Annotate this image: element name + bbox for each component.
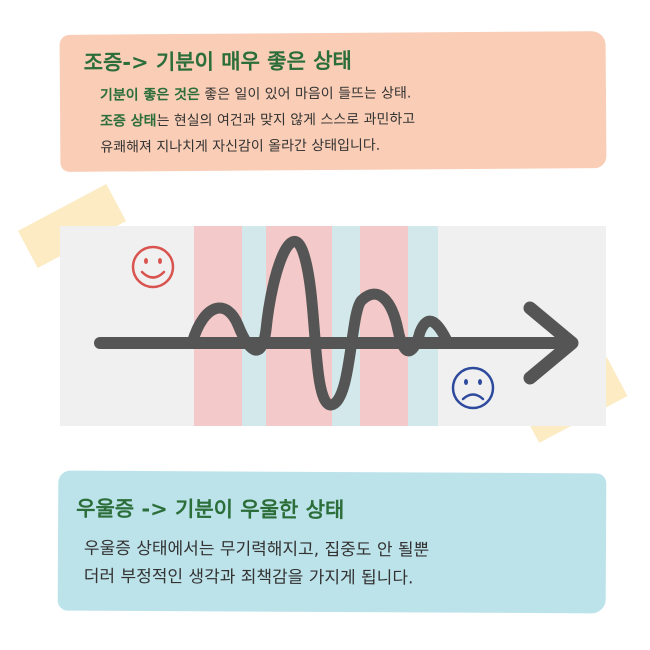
- mania-description: 기분이 좋은 것은 좋은 일이 있어 마음이 들뜨는 상태. 조증 상태는 현실…: [100, 80, 415, 160]
- arrow-right-icon: [523, 301, 579, 385]
- mania-line-3: 유쾌해져 지나치게 자신감이 올라간 상태입니다.: [100, 137, 381, 156]
- mania-highlight-2: 조증 상태: [100, 113, 157, 130]
- depression-line-2: 더러 부정적인 생각과 죄책감을 가지게 됩니다.: [83, 566, 414, 589]
- sad-face-icon: [451, 366, 495, 410]
- depression-description: 우울증 상태에서는 무기력해지고, 집중도 안 될뿐 더러 부정적인 생각과 죄…: [84, 535, 430, 593]
- mania-highlight-1: 기분이 좋은 것은: [99, 86, 200, 104]
- depression-line-1: 우울증 상태에서는 무기력해지고, 집중도 안 될뿐: [83, 538, 430, 561]
- smiley-face-icon: [131, 245, 175, 289]
- depression-card: 우울증 -> 기분이 우울한 상태 우울증 상태에서는 무기력해지고, 집중도 …: [57, 470, 607, 614]
- mood-wave: [186, 235, 454, 411]
- mania-text-1: 좋은 일이 있어 마음이 들뜨는 상태.: [199, 85, 412, 103]
- mania-card: 조증-> 기분이 매우 좋은 상태 기분이 좋은 것은 좋은 일이 있어 마음이…: [59, 31, 607, 172]
- mania-line-2: 조증 상태는 현실의 여건과 맞지 않게 스스로 과민하고: [100, 106, 415, 134]
- mania-title: 조증-> 기분이 매우 좋은 상태: [83, 48, 352, 75]
- depression-title: 우울증 -> 기분이 우울한 상태: [76, 496, 345, 523]
- mania-text-2: 는 현실의 여건과 맞지 않게 스스로 과민하고: [156, 111, 416, 130]
- mania-line-1: 기분이 좋은 것은 좋은 일이 있어 마음이 들뜨는 상태.: [100, 80, 415, 108]
